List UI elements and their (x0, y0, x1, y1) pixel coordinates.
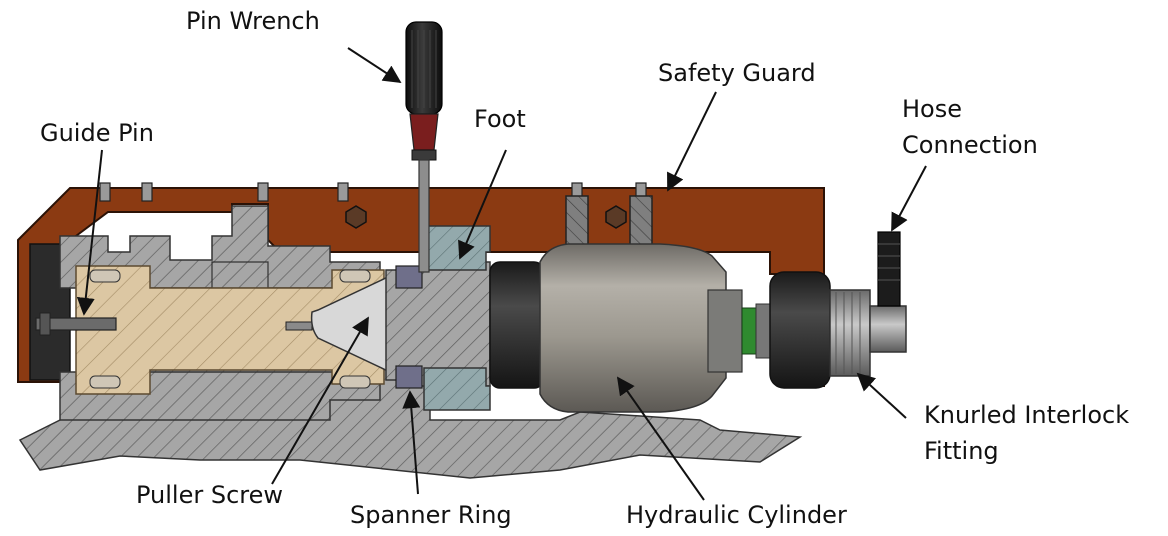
arrow-puller-screw (271, 316, 369, 485)
handle-grip (411, 30, 437, 108)
arrow-hydraulic-cylinder (616, 376, 705, 501)
guide-pin-head (39, 312, 51, 336)
label-safety-guard: Safety Guard (658, 59, 816, 87)
spanner-ring-top (395, 265, 423, 289)
cylinder-neck (707, 289, 743, 373)
guard-bolts (99, 182, 647, 202)
arrow-hose-connection (891, 165, 927, 232)
damper-left (565, 195, 589, 249)
bushing-pins (89, 269, 371, 389)
label-guide-pin: Guide Pin (40, 119, 154, 147)
hose-connection (877, 231, 901, 307)
label-pin-wrench: Pin Wrench (186, 7, 320, 35)
fitting-elbow (869, 305, 907, 353)
label-spanner-ring: Spanner Ring (350, 501, 512, 529)
label-foot: Foot (474, 105, 526, 133)
pin-wrench-ferrule (409, 113, 439, 151)
label-puller-screw: Puller Screw (136, 481, 284, 509)
spanner-ring-bottom (395, 365, 423, 389)
arrow-spanner-ring (402, 390, 421, 495)
cylinder-collar (489, 261, 545, 389)
label-knurled-interlock-line2: Fitting (924, 437, 999, 465)
pin-wrench-shaft (418, 159, 430, 273)
arrow-guide-pin (76, 149, 103, 316)
knurl-lines (835, 292, 861, 374)
arrow-foot (458, 149, 507, 260)
fitting-ring (769, 271, 831, 389)
foot-bottom (423, 367, 491, 411)
hose-ribs (878, 243, 900, 281)
label-hydraulic-cylinder: Hydraulic Cylinder (626, 501, 847, 529)
arrow-knurled-fitting (856, 372, 907, 419)
hydraulic-cylinder (539, 243, 727, 413)
puller-pin-tip (285, 321, 313, 331)
housing-bore-wall (211, 261, 269, 289)
label-hose-connection-line2: Connection (902, 131, 1038, 159)
damper-right (629, 195, 653, 249)
pin-wrench-collar (411, 149, 437, 161)
guide-bushing (75, 265, 385, 395)
guard-nuts (345, 205, 627, 229)
arrow-safety-guard (667, 91, 717, 192)
arrow-pin-wrench (347, 47, 402, 83)
leader-lines (76, 47, 927, 501)
label-knurled-interlock-line1: Knurled Interlock (924, 401, 1130, 429)
label-hose-connection-line1: Hose (902, 95, 962, 123)
foot-top (423, 225, 491, 271)
guide-pin (35, 317, 117, 331)
green-stem (741, 307, 757, 355)
